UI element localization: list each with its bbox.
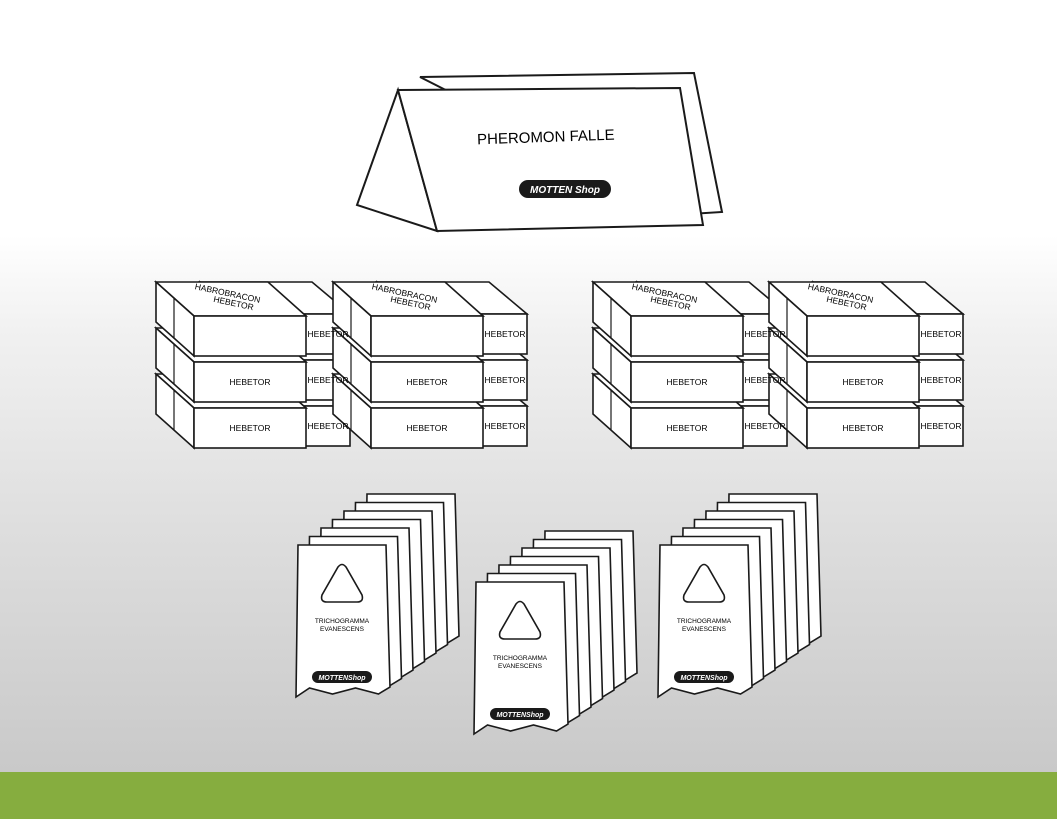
box-label: HEBETOR	[745, 421, 786, 431]
card-label: TRICHOGRAMMA	[315, 618, 370, 625]
box	[766, 280, 922, 358]
card-label: EVANESCENS	[682, 626, 727, 633]
mottenshop-logo: MOTTENShop	[674, 671, 734, 683]
box	[330, 280, 486, 358]
box-label: HEBETOR	[921, 421, 962, 431]
box-label: HEBETOR	[921, 329, 962, 339]
box-label: HEBETOR	[308, 329, 349, 339]
box-label: HEBETOR	[485, 421, 526, 431]
box-labels: HEBETORHEBETORHEBETORHEBETORHEBETORHABRO…	[194, 281, 961, 433]
box-label: HEBETOR	[407, 377, 448, 387]
box-stack	[330, 280, 530, 450]
box-label: HEBETOR	[485, 375, 526, 385]
card-packs: TRICHOGRAMMAEVANESCENSMOTTENShopTRICHOGR…	[295, 493, 822, 736]
hanger-hole	[320, 563, 364, 603]
box-label: HEBETOR	[308, 421, 349, 431]
box-label: HEBETOR	[667, 423, 708, 433]
box-label: HEBETOR	[230, 423, 271, 433]
box	[153, 280, 309, 358]
card-label: TRICHOGRAMMA	[677, 618, 732, 625]
hanger-hole	[498, 600, 542, 640]
box-stack	[766, 280, 966, 450]
card-label: EVANESCENS	[498, 663, 543, 670]
box-label: HEBETOR	[230, 377, 271, 387]
svg-text:MOTTENShop: MOTTENShop	[496, 712, 544, 719]
box-stacks	[153, 280, 966, 450]
box-label: HEBETOR	[745, 375, 786, 385]
mottenshop-logo: MOTTENShop	[312, 671, 372, 683]
card-label: EVANESCENS	[320, 626, 365, 633]
box-label: HEBETOR	[308, 375, 349, 385]
box-label: HEBETOR	[843, 423, 884, 433]
box-label: HEBETOR	[485, 329, 526, 339]
footer-bar	[0, 772, 1057, 819]
mottenshop-logo: MOTTEN Shop	[519, 180, 611, 198]
box-label: HEBETOR	[843, 377, 884, 387]
svg-text:MOTTENShop: MOTTENShop	[680, 675, 728, 682]
box-label: HEBETOR	[407, 423, 448, 433]
svg-text:MOTTENShop: MOTTENShop	[318, 675, 366, 682]
svg-text:MOTTEN Shop: MOTTEN Shop	[530, 185, 600, 196]
box-label: HEBETOR	[667, 377, 708, 387]
mottenshop-logo: MOTTENShop	[490, 708, 550, 720]
pheromone-trap: PHEROMON FALLE MOTTEN Shop	[355, 71, 724, 233]
card-label: TRICHOGRAMMA	[493, 655, 548, 662]
box-label: HEBETOR	[921, 375, 962, 385]
box-stack	[153, 280, 353, 450]
hanger-hole	[682, 563, 726, 603]
trap-label: PHEROMON FALLE	[477, 127, 615, 149]
box	[590, 280, 746, 358]
box-stack	[590, 280, 790, 450]
box-label: HEBETOR	[745, 329, 786, 339]
